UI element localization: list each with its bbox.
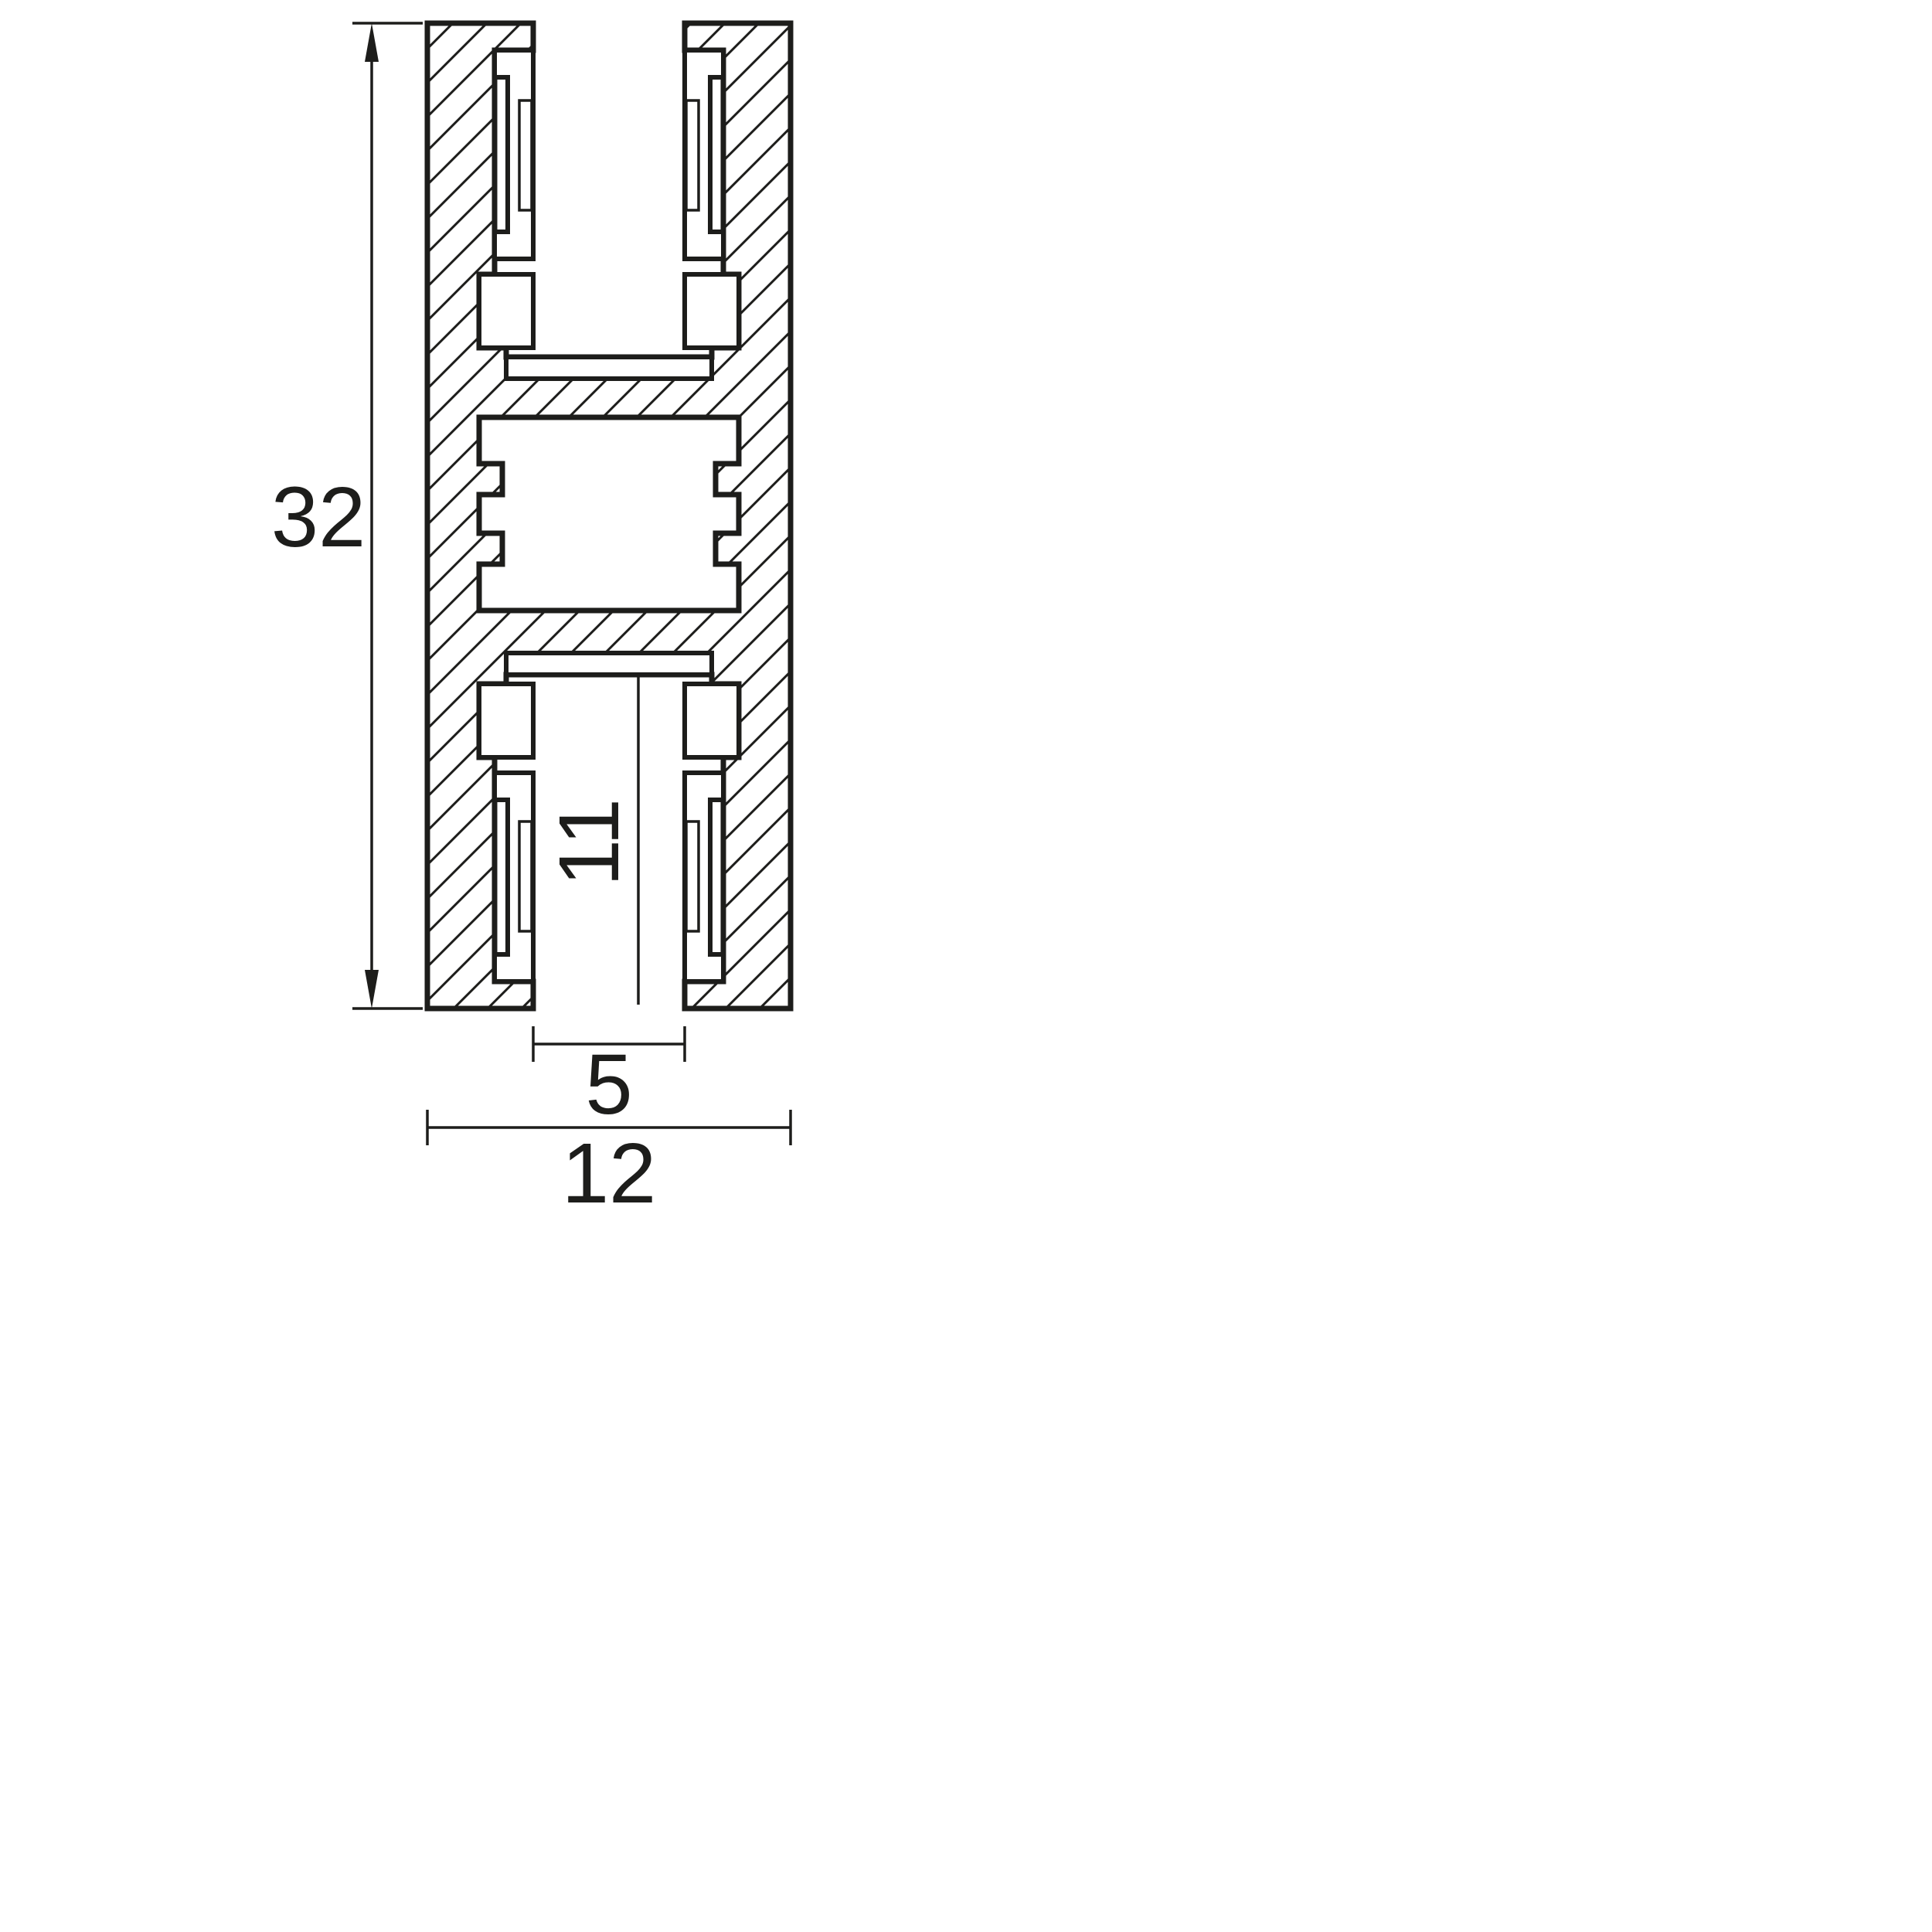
dimension-overall-height: [352, 22, 423, 1010]
insert-strip-top-left: [518, 99, 533, 212]
dimension-label-channel-depth: 11: [542, 798, 637, 886]
gasket-clips: [492, 48, 726, 984]
gasket-clip-bottom-right: [682, 770, 726, 984]
dimension-label-overall-height: 32: [271, 470, 366, 565]
gasket-clip-top-right: [682, 48, 726, 261]
shoulder-block-top-left: [477, 272, 536, 350]
channel-floor-plates: [504, 355, 714, 677]
insert-strip-bottom-right: [685, 820, 700, 933]
dimension-opening-width: [532, 1026, 686, 1062]
gasket-clip-top-left: [492, 48, 536, 261]
gasket-clip-bottom-left: [492, 770, 536, 984]
clip-insert-strips: [518, 99, 700, 933]
insert-strip-top-right: [685, 99, 700, 212]
insert-strip-bottom-left: [518, 820, 533, 933]
dimension-channel-depth: [614, 673, 663, 1005]
channel-shoulder-blocks: [477, 272, 741, 760]
arrowhead-down: [365, 970, 379, 1009]
shoulder-block-bottom-left: [477, 682, 536, 760]
floor-plate-top: [504, 355, 714, 381]
arrowhead-up: [365, 23, 379, 62]
dimension-label-overall-width: 12: [562, 1126, 656, 1221]
dimension-overall-width: [426, 1110, 792, 1145]
shoulder-block-top-right: [682, 272, 741, 350]
dimension-label-opening-width: 5: [585, 1037, 632, 1132]
shoulder-block-bottom-right: [682, 682, 741, 760]
floor-plate-bottom: [504, 651, 714, 677]
